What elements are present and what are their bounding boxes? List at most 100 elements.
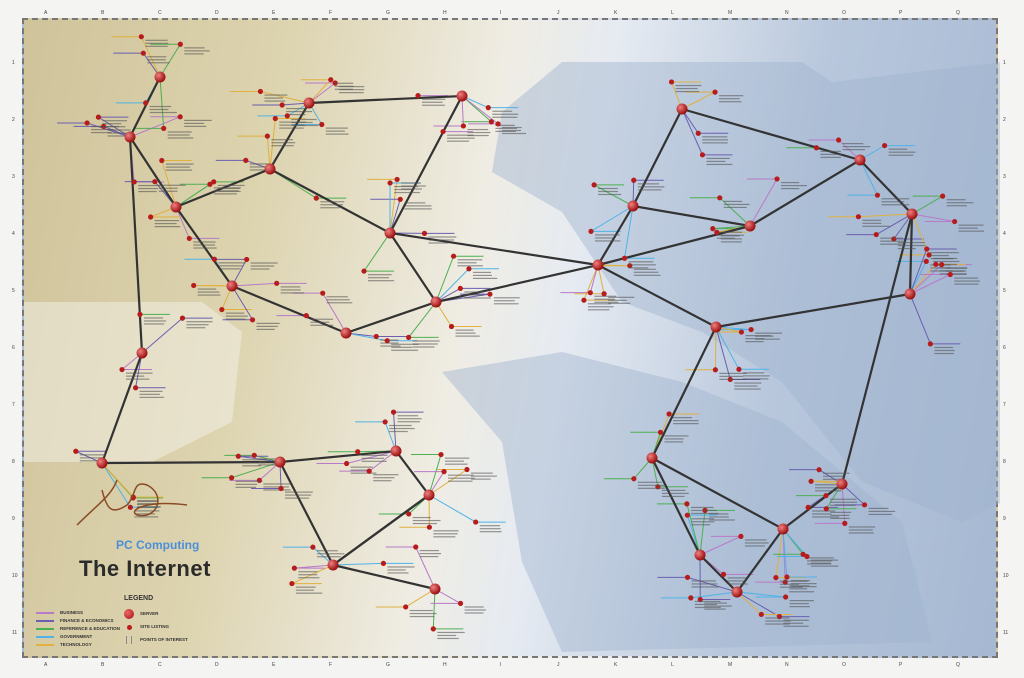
site-label-text [316, 556, 341, 558]
site-label-text [734, 385, 758, 387]
site-label-text [186, 324, 209, 326]
site-label-text [807, 563, 832, 565]
site-dot [177, 41, 183, 47]
site-label-text [702, 139, 728, 141]
site-dot [207, 181, 213, 187]
site-label-text [217, 190, 241, 193]
site-label-text [334, 88, 353, 90]
site-label-text [492, 113, 519, 115]
site-label-text [954, 280, 980, 282]
server-node-icon-shape [124, 609, 134, 619]
internet-map-poster: PC Computing The Internet LEGEND BUSINES… [12, 10, 1009, 668]
site-label-text [716, 237, 736, 239]
site-label-text [493, 303, 519, 305]
site-label-text [158, 190, 178, 192]
grid-row-label: 3 [12, 174, 15, 180]
site-label-text [149, 105, 172, 108]
site-label-text [320, 204, 343, 206]
site-label-text [765, 617, 790, 619]
site-dot [808, 478, 814, 484]
site-label-text [719, 375, 744, 377]
site-label-text [742, 378, 769, 380]
site-dot [440, 128, 446, 135]
site-label-text [291, 121, 313, 124]
site-label-text [125, 378, 150, 380]
site-label-text [310, 321, 330, 323]
site-label-text [691, 521, 715, 523]
site-label-text [339, 92, 364, 94]
site-label-text [789, 588, 808, 590]
light-region [24, 302, 242, 462]
site-label-text [397, 415, 419, 417]
site-dot [487, 291, 493, 297]
site-label-text [781, 181, 800, 184]
site-label-text [492, 110, 513, 112]
site-label-text [193, 247, 217, 249]
site-label-text [954, 277, 979, 279]
legend-item: FINANCE & ECONOMICS [36, 618, 114, 624]
site-label-text [145, 42, 169, 44]
site-label-text [412, 346, 435, 348]
grid-row-label: 1 [1003, 60, 1006, 66]
site-label-text [781, 184, 807, 187]
branch-line [231, 282, 307, 287]
site-dot [272, 115, 278, 122]
site-dot [684, 574, 691, 580]
site-dot [235, 453, 241, 459]
server-node-icon [327, 559, 339, 571]
site-label-text [457, 259, 483, 261]
site-label-text [404, 202, 426, 204]
site-label-text [897, 244, 926, 247]
site-dot [927, 341, 933, 347]
site-label-text [755, 332, 782, 334]
site-label-text [694, 603, 717, 606]
site-label-text [271, 139, 293, 141]
legend-label: SERVER [140, 611, 159, 616]
legend-label: POINTS OF INTEREST [140, 637, 188, 642]
grid-column-label: D [215, 662, 219, 668]
site-label-text [258, 461, 280, 463]
site-label-text [107, 135, 135, 137]
site-label-text [810, 559, 839, 561]
grid-column-label: C [158, 662, 162, 668]
site-label-text [673, 420, 699, 422]
grid-column-label: B [101, 10, 105, 16]
site-label-text [779, 583, 799, 585]
site-dot [119, 366, 125, 373]
site-label-text [91, 125, 119, 128]
site-label-text [880, 243, 904, 245]
site-dot [748, 326, 754, 333]
site-dot [464, 466, 470, 473]
site-dot [710, 226, 716, 232]
legend-item: BUSINESS [36, 610, 83, 616]
site-label-text [218, 262, 246, 264]
site-label-text [842, 143, 864, 145]
server-node-icon [694, 549, 706, 561]
site-label-text [422, 101, 443, 103]
site-label-text [789, 603, 809, 605]
site-dot [257, 88, 264, 95]
site-label-text [812, 516, 840, 518]
site-dot [738, 329, 745, 335]
site-label-text [470, 472, 493, 474]
site-label-text [264, 94, 288, 96]
site-label-text [755, 338, 780, 340]
site-label-text [464, 612, 484, 614]
site-label-text [134, 516, 159, 518]
site-label-text [326, 296, 348, 298]
site-dot [127, 504, 133, 510]
site-label-text [143, 320, 166, 322]
site-label-text [404, 205, 432, 207]
map-canvas [24, 34, 1000, 652]
grid-column-label: H [443, 662, 447, 668]
site-label-text [235, 486, 257, 488]
site-label-text [719, 378, 746, 380]
site-label-text [702, 142, 728, 144]
site-dots [73, 34, 984, 640]
site-label-text [387, 569, 406, 571]
site-label-text [137, 506, 161, 508]
site-label-text [361, 460, 387, 462]
site-label-text [881, 201, 905, 203]
site-label-text [897, 247, 916, 250]
site-label-text [213, 193, 237, 195]
